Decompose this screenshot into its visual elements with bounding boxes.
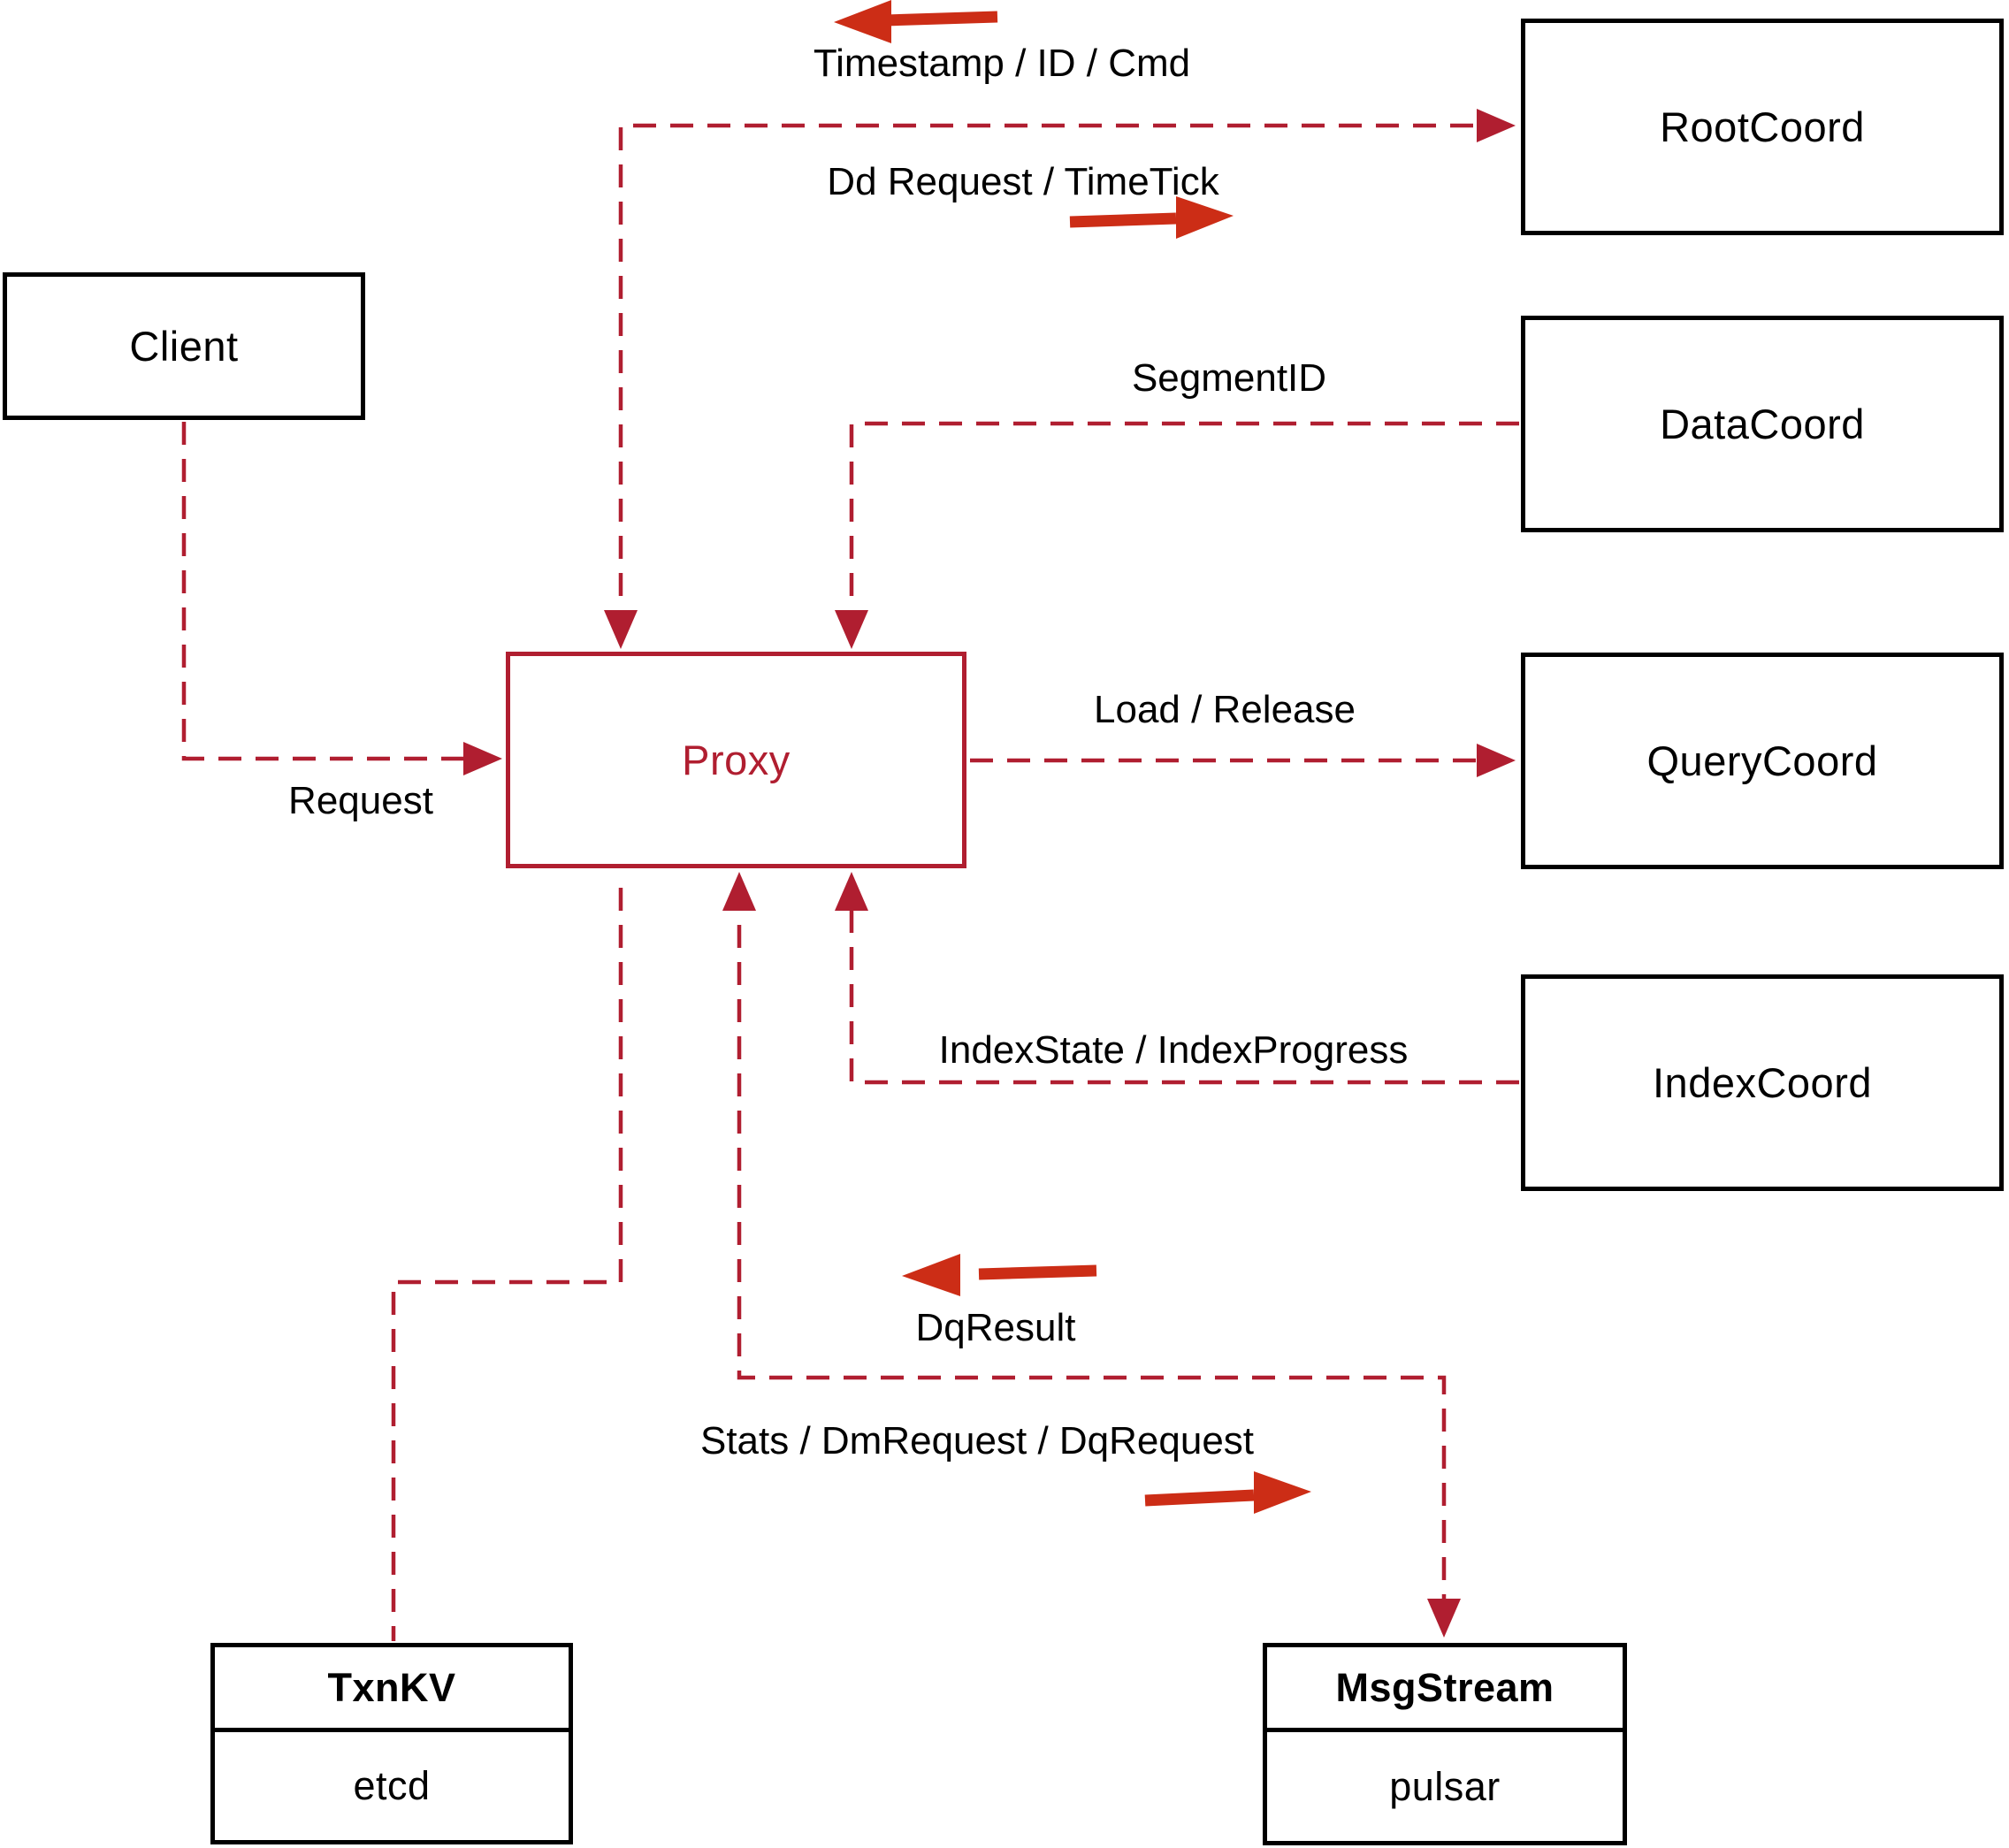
node-querycoord-label: QueryCoord <box>1646 737 1878 784</box>
arrowhead-into-msgstream-icon <box>1427 1599 1461 1638</box>
edge-client-proxy-line <box>181 422 492 761</box>
node-msgstream-title: MsgStream <box>1267 1647 1623 1732</box>
edge-label-dqresult: DqResult <box>915 1306 1076 1349</box>
edge-label-dd-request-timetick: Dd Request / TimeTick <box>827 160 1219 203</box>
node-txnkv-title: TxnKV <box>215 1647 569 1732</box>
node-querycoord: QueryCoord <box>1521 653 2004 869</box>
arrowhead-into-proxy-left-icon <box>463 742 502 775</box>
node-indexcoord-label: IndexCoord <box>1653 1059 1872 1106</box>
node-rootcoord: RootCoord <box>1521 19 2004 235</box>
node-txnkv-implementation: etcd <box>353 1763 431 1808</box>
node-rootcoord-label: RootCoord <box>1660 103 1865 150</box>
node-datacoord: DataCoord <box>1521 316 2004 532</box>
edge-proxy-txnkv-line <box>391 888 623 1641</box>
arrowhead-into-proxy-top-left-icon <box>604 610 638 649</box>
arrowhead-into-proxy-bottom-right-icon <box>835 872 868 911</box>
node-proxy: Proxy <box>506 652 966 868</box>
direction-arrow-right-ddrequest-icon <box>1069 196 1234 239</box>
node-client-label: Client <box>129 323 239 370</box>
arrowhead-into-proxy-bottom-left-icon <box>722 872 756 911</box>
edge-label-indexstate-indexprogress: IndexState / IndexProgress <box>938 1028 1409 1072</box>
arrowhead-into-rootcoord-icon <box>1477 109 1516 142</box>
node-proxy-label: Proxy <box>682 737 791 783</box>
edge-label-timestamp-id-cmd: Timestamp / ID / Cmd <box>813 42 1191 85</box>
edge-label-stats-dmrequest-dqrequest: Stats / DmRequest / DqRequest <box>699 1419 1255 1462</box>
edge-indexcoord-proxy-line <box>849 888 1519 1085</box>
arrowhead-into-querycoord-icon <box>1477 744 1516 777</box>
direction-arrow-left-timestamp-icon <box>834 0 998 43</box>
node-indexcoord: IndexCoord <box>1521 974 2004 1191</box>
arrowhead-into-proxy-top-right-icon <box>835 610 868 649</box>
edge-proxy-rootcoord-line <box>618 123 1503 633</box>
direction-arrow-right-stats-icon <box>1144 1471 1311 1514</box>
edge-label-load-release: Load / Release <box>1094 688 1356 731</box>
direction-arrow-left-dqresult-icon <box>902 1254 1097 1296</box>
node-msgstream-implementation: pulsar <box>1389 1763 1501 1809</box>
node-datacoord-label: DataCoord <box>1660 401 1865 447</box>
node-client: Client <box>3 272 365 420</box>
edge-datacoord-proxy-line <box>849 421 1519 633</box>
edge-label-segment-id: SegmentID <box>1131 356 1327 400</box>
node-txnkv: TxnKV etcd <box>210 1643 573 1844</box>
edge-proxy-msgstream-line <box>737 888 1447 1623</box>
edge-label-request: Request <box>288 779 433 822</box>
node-msgstream: MsgStream pulsar <box>1263 1643 1627 1845</box>
